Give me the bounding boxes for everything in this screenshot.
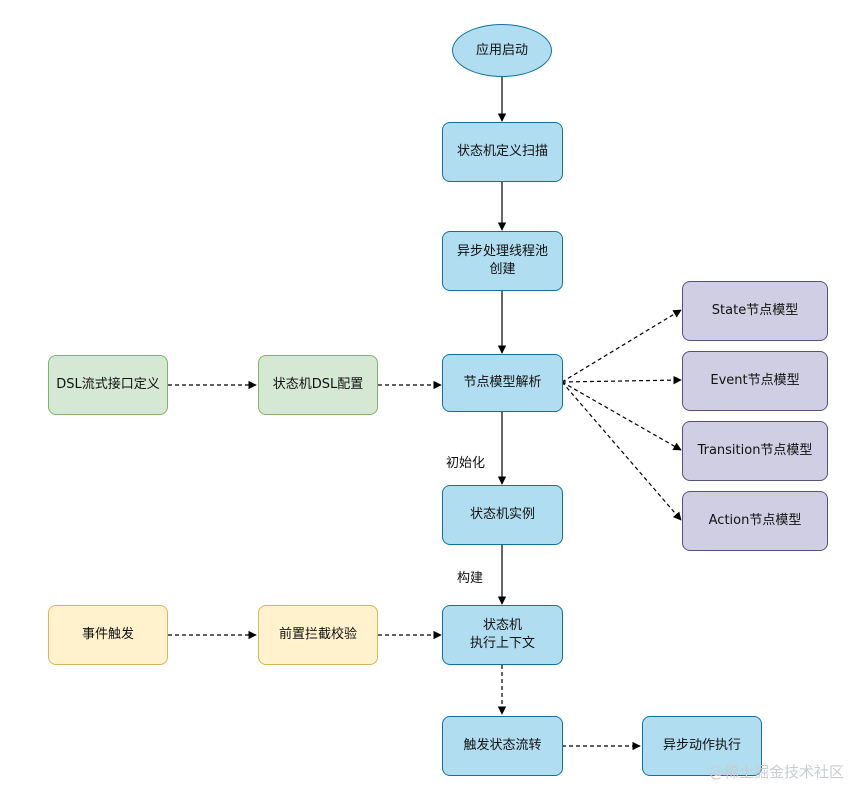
node-state-model: State节点模型 [682, 281, 828, 341]
edge-parse-to-transitionmodel [561, 381, 682, 451]
node-thread-pool-create: 异步处理线程池 创建 [442, 231, 563, 291]
watermark: @稀土掘金技术社区 [708, 763, 844, 781]
edge-parse-to-action [561, 381, 682, 521]
edge-parse-to-state [561, 309, 682, 383]
node-event-model: Event节点模型 [682, 351, 828, 411]
node-trigger-transition: 触发状态流转 [442, 716, 563, 776]
node-pre-intercept: 前置拦截校验 [258, 605, 378, 665]
node-transition-model: Transition节点模型 [682, 421, 828, 481]
node-dsl-definition: DSL流式接口定义 [48, 355, 168, 415]
node-execution-context: 状态机 执行上下文 [442, 605, 563, 665]
node-state-machine-scan: 状态机定义扫描 [442, 122, 563, 182]
node-dsl-config: 状态机DSL配置 [258, 355, 378, 415]
edge-label-build: 构建 [455, 567, 486, 586]
node-event-trigger: 事件触发 [48, 605, 168, 665]
edge-parse-to-event [561, 375, 682, 385]
node-state-machine-instance: 状态机实例 [442, 485, 563, 545]
node-action-model: Action节点模型 [682, 491, 828, 551]
node-async-action: 异步动作执行 [642, 716, 762, 776]
node-app-start: 应用启动 [452, 24, 552, 77]
edge-label-init: 初始化 [444, 452, 488, 471]
node-model-parse: 节点模型解析 [442, 354, 563, 412]
